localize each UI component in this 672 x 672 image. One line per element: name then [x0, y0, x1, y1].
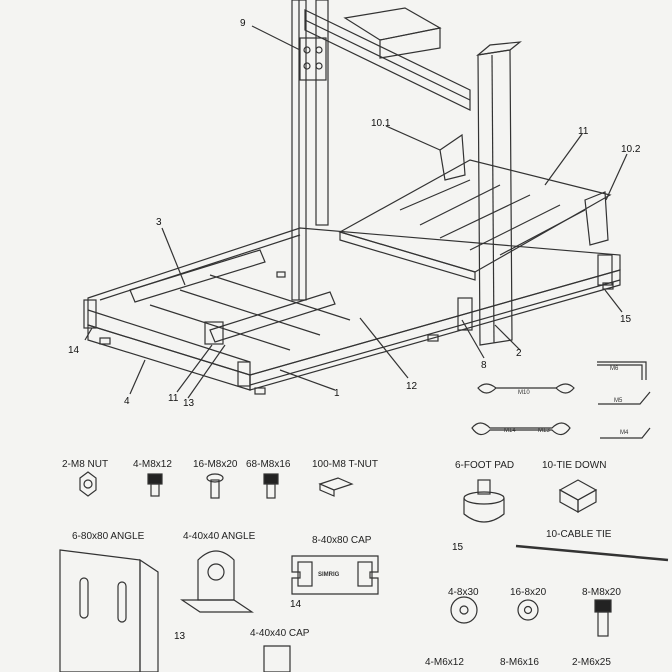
angle-80x80-icon [59, 549, 159, 672]
end-cap [237, 361, 251, 387]
callout-14-left: 14 [68, 345, 80, 356]
rear-upright-right [315, 0, 329, 226]
part-m8x20-b-label: 8-M8x20 [582, 587, 621, 598]
foot [427, 334, 439, 342]
m8x12-bolt-icon [147, 473, 163, 497]
seat-bracket-10-2 [584, 191, 609, 246]
callout-2: 2 [516, 348, 522, 359]
wrench-m10-label: M10 [518, 390, 530, 396]
hex-key-m5-label: M5 [614, 398, 623, 404]
shifter-mount-plate [343, 7, 442, 59]
wrench-m10 [477, 383, 575, 394]
callout-15-pad: 15 [452, 542, 464, 553]
m8-nut-icon [79, 471, 97, 497]
part-foot-pad-label: 6-FOOT PAD [455, 460, 515, 471]
bracket-9 [299, 37, 327, 81]
callout-10-2: 10.2 [621, 144, 641, 155]
washer-8x20-icon [517, 599, 539, 621]
m8x20-bolt-icon [206, 473, 224, 499]
front-upright [475, 41, 522, 346]
callout-10-1: 10.1 [371, 118, 391, 129]
part-m6x16-label: 8-M6x16 [500, 657, 539, 668]
foot [276, 271, 286, 278]
foot [99, 337, 111, 345]
part-washer-8x20-label: 16-8x20 [510, 587, 547, 598]
tie-down-icon [558, 479, 598, 514]
part-angle-80-label: 6-80x80 ANGLE [72, 531, 145, 542]
wrench-m13-label: M13 [538, 428, 550, 434]
hex-key-m4 [600, 427, 651, 439]
seat-bracket-10-1 [439, 133, 466, 181]
part-cable-tie-label: 10-CABLE TIE [546, 529, 612, 540]
wrench-m14-m13 [471, 422, 571, 436]
cap-40x80-icon [291, 555, 379, 595]
top-crossbeam [304, 9, 471, 111]
rail-12 [209, 291, 336, 343]
cable-tie-icon [515, 544, 669, 562]
callout-11-top: 11 [578, 126, 589, 137]
rail-3 [129, 249, 266, 303]
angle-bracket [204, 321, 224, 345]
part-m6x12-label: 4-M6x12 [425, 657, 464, 668]
callout-1: 1 [334, 388, 340, 399]
base-frame [87, 227, 621, 391]
part-tie-down-label: 10-TIE DOWN [542, 460, 607, 471]
m8x20-bolt-b-icon [594, 599, 612, 637]
callout-4: 4 [124, 396, 130, 407]
callout-9: 9 [240, 18, 246, 29]
callout-15-right: 15 [620, 314, 632, 325]
hex-key-m5 [598, 391, 651, 405]
cap-40x40-icon [263, 645, 291, 672]
end-cap [597, 254, 613, 286]
callout-13-angle: 13 [174, 631, 186, 642]
hex-key-m6-label: M6 [610, 366, 619, 372]
callout-3: 3 [156, 217, 162, 228]
rear-upright-left [291, 0, 307, 301]
part-cap-80-label: 8-40x80 CAP [312, 535, 372, 546]
part-cap-40-label: 4-40x40 CAP [250, 628, 310, 639]
hex-key-m6 [597, 361, 647, 380]
hex-key-m4-label: M4 [620, 430, 629, 436]
callout-14-cap: 14 [290, 599, 302, 610]
part-angle-40-label: 4-40x40 ANGLE [183, 531, 256, 542]
part-m6x25-label: 2-M6x25 [572, 657, 611, 668]
callout-8: 8 [481, 360, 487, 371]
foot [602, 282, 614, 290]
callout-13-bottom: 13 [183, 398, 195, 409]
foot-pad-icon [463, 479, 505, 523]
part-m8x20-label: 16-M8x20 [193, 459, 238, 470]
part-m8-nut-label: 2-M8 NUT [62, 459, 109, 470]
callout-12: 12 [406, 381, 418, 392]
part-m8x12-label: 4-M8x12 [133, 459, 172, 470]
callout-11-bottom: 11 [168, 393, 179, 404]
part-m8x16-label: 68-M8x16 [246, 459, 291, 470]
wrench-m14-label: M14 [504, 428, 516, 434]
part-washer-8x30-label: 4-8x30 [448, 587, 479, 598]
part-t-nut-label: 100-M8 T-NUT [312, 459, 378, 470]
washer-8x30-icon [450, 596, 478, 624]
angle-bracket [457, 297, 473, 331]
m8x16-bolt-icon [263, 473, 279, 499]
t-nut-icon [318, 477, 354, 497]
cap-logo-text: SIMRIG [318, 572, 340, 578]
seat-plate [338, 159, 612, 281]
angle-40x40-icon [180, 550, 254, 613]
foot [254, 387, 266, 395]
end-cap [83, 299, 97, 329]
